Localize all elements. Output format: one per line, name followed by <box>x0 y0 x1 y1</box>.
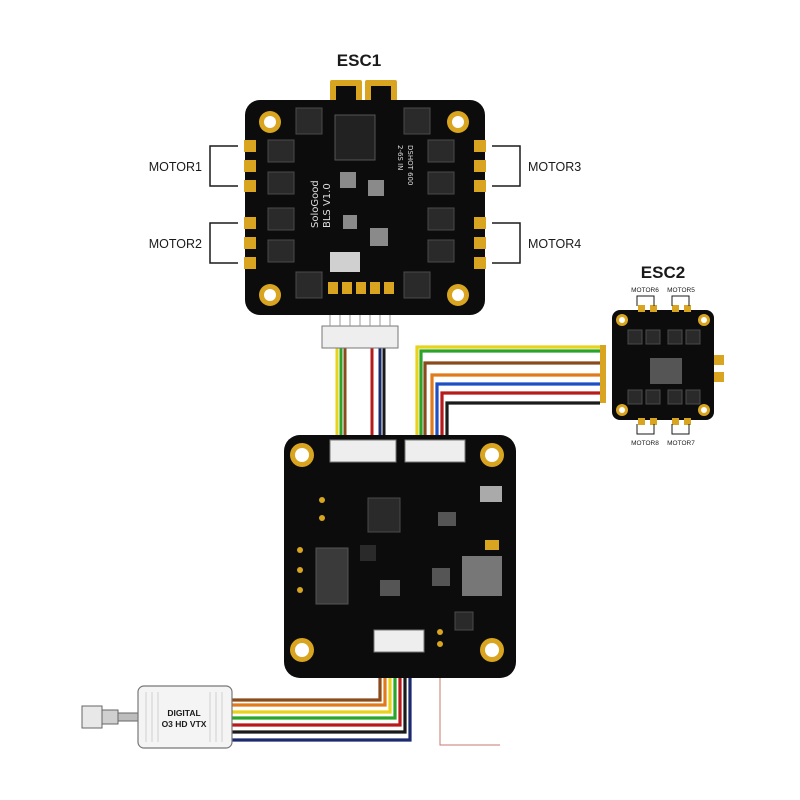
esc1-chips <box>330 172 388 272</box>
esc1-connector <box>321 325 399 349</box>
vtx-unit: DIGITAL O3 HD VTX <box>81 685 233 749</box>
esc2-to-fc-harness <box>415 345 600 440</box>
esc1-motor-pads <box>244 140 486 269</box>
fc-chips <box>315 486 502 631</box>
esc1-mount-holes <box>259 111 469 306</box>
esc1-title: ESC1 <box>337 51 381 70</box>
fc-vtx-connector <box>373 629 425 653</box>
esc2-motor6-label: MOTOR6 <box>631 287 659 294</box>
esc1-signal-pads <box>328 282 394 294</box>
esc1-dshot-text: DSHOT 600 <box>406 145 414 185</box>
esc1-to-fc-harness <box>335 345 386 440</box>
vtx-antenna-connector <box>81 705 103 729</box>
esc2-motor8-label: MOTOR8 <box>631 440 659 447</box>
flight-controller-board <box>284 435 516 678</box>
esc1-motor2-label: MOTOR2 <box>149 237 202 251</box>
esc1-board: SoloGood BLS V1.0 DSHOT 600 2-6S IN <box>244 80 486 349</box>
esc1-version-text: BLS V1.0 <box>322 183 333 228</box>
vtx-label-line1: DIGITAL <box>167 708 200 718</box>
esc1-motor4-label: MOTOR4 <box>528 237 581 251</box>
esc2-board <box>600 305 724 425</box>
esc2-motor5-label: MOTOR5 <box>667 287 695 294</box>
esc2-title: ESC2 <box>641 263 685 282</box>
fc-mount-holes <box>290 443 504 662</box>
esc1-mosfets <box>267 107 455 299</box>
esc1-capacitor <box>334 114 376 161</box>
esc1-silkscreen: SoloGood BLS V1.0 DSHOT 600 2-6S IN <box>310 145 414 228</box>
esc1-motor-brackets <box>209 145 521 264</box>
vtx-label-line2: O3 HD VTX <box>162 719 207 729</box>
fc-esc1-connector <box>329 439 397 463</box>
esc1-voltage-text: 2-6S IN <box>396 145 404 170</box>
esc1-motor3-label: MOTOR3 <box>528 160 581 174</box>
esc2-motor7-label: MOTOR7 <box>667 440 695 447</box>
esc1-motor1-label: MOTOR1 <box>149 160 202 174</box>
fc-esc2-connector <box>404 439 466 463</box>
esc2-motor-brackets <box>636 295 690 435</box>
esc1-brand-text: SoloGood <box>310 180 321 228</box>
